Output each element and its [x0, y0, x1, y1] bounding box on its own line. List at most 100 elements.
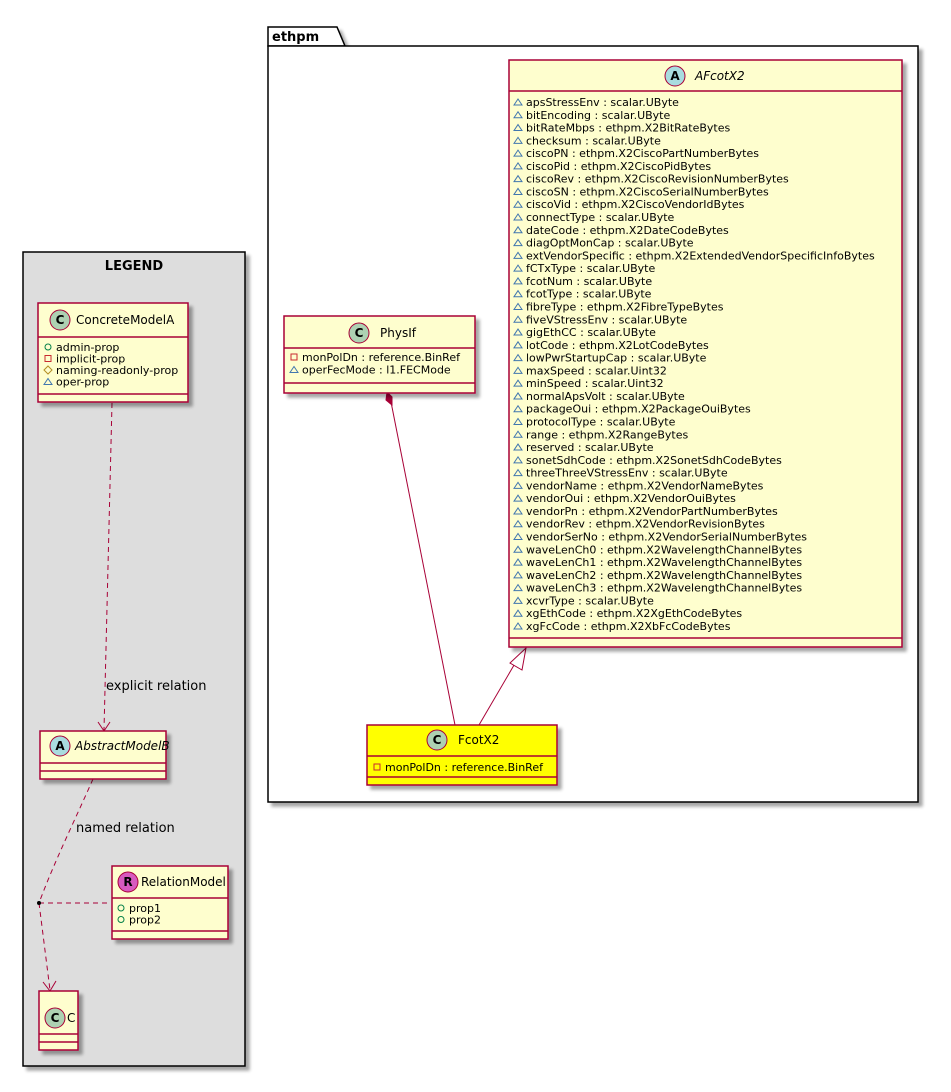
class-fcotx2: C FcotX2 monPolDn : reference.BinRef: [366, 724, 558, 786]
class-property: waveLenCh1 : ethpm.X2WavelengthChannelBy…: [526, 556, 802, 569]
badge-letter: A: [670, 69, 680, 83]
badge-letter: R: [123, 875, 132, 889]
explicit-relation-line: [103, 402, 113, 731]
explicit-relation-label: explicit relation: [106, 679, 206, 694]
class-property: operFecMode : l1.FECMode: [302, 364, 451, 377]
class-property: vendorName : ethpm.X2VendorNameBytes: [526, 479, 764, 492]
package-visibility-icon: [513, 277, 523, 285]
class-property: reserved : scalar.UByte: [526, 441, 654, 454]
class-property: connectType : scalar.UByte: [526, 211, 675, 224]
package-visibility-icon: [513, 379, 523, 387]
composition-diamond: [385, 390, 393, 407]
package-visibility-icon: [513, 353, 523, 362]
class-badge-icon: [426, 729, 448, 751]
class-c: C C: [38, 990, 79, 1051]
package-visibility-icon: [513, 174, 523, 183]
badge-letter: C: [433, 733, 442, 747]
class-property: naming-readonly-prop: [56, 364, 178, 377]
class-name: ConcreteModelA: [76, 313, 175, 327]
private-visibility-icon: [44, 355, 52, 362]
package-visibility-icon: [513, 455, 523, 464]
class-property: ciscoSN : ethpm.X2CiscoSerialNumberBytes: [526, 185, 769, 198]
abstract-badge-icon: [49, 735, 71, 757]
package-visibility-icon: [513, 532, 523, 541]
package-visibility-icon: [513, 596, 523, 604]
class-property: bitEncoding : scalar.UByte: [526, 109, 670, 122]
package-visibility-icon: [513, 417, 523, 425]
package-visibility-icon: [513, 481, 523, 489]
class-property: waveLenCh3 : ethpm.X2WavelengthChannelBy…: [526, 582, 802, 595]
package-visibility-icon: [513, 468, 523, 477]
class-property: protocolType : scalar.UByte: [526, 416, 676, 429]
composition-line: [390, 401, 456, 726]
class-property: diagOptMonCap : scalar.UByte: [526, 237, 694, 250]
class-property: waveLenCh2 : ethpm.X2WavelengthChannelBy…: [526, 569, 802, 582]
connectors: [37, 390, 527, 992]
class-name: RelationModel: [141, 875, 226, 889]
package-visibility-icon: [513, 392, 523, 400]
public-visibility-icon: [117, 916, 125, 923]
class-property: checksum : scalar.UByte: [526, 134, 661, 147]
class-property: ciscoRev : ethpm.X2CiscoRevisionNumberBy…: [526, 173, 789, 186]
protected-visibility-icon: [43, 365, 53, 375]
package-visibility-icon: [513, 328, 523, 336]
class-property: maxSpeed : scalar.Uint32: [526, 364, 667, 377]
package-visibility-icon: [513, 251, 523, 259]
class-property: vendorOui : ethpm.X2VendorOuiBytes: [526, 492, 736, 505]
class-property: monPolDn : reference.BinRef: [302, 351, 461, 364]
package-visibility-icon: [513, 161, 523, 170]
class-property: fiveVStressEnv : scalar.UByte: [526, 313, 687, 326]
badge-letter: C: [56, 313, 65, 327]
class-property: lotCode : ethpm.X2LotCodeBytes: [526, 339, 709, 352]
class-concrete-model-a: C ConcreteModelA admin-propimplicit-prop…: [37, 302, 189, 403]
package-visibility-icon: [513, 289, 523, 298]
package-visibility-icon: [513, 340, 523, 349]
class-property: xgFcCode : ethpm.X2XbFcCodeBytes: [526, 620, 731, 633]
package-visibility-icon: [513, 622, 523, 630]
class-property: fibreType : ethpm.X2FibreTypeBytes: [526, 300, 724, 313]
private-visibility-icon: [373, 763, 381, 771]
package-visibility-icon: [513, 200, 523, 208]
class-property: ciscoPid : ethpm.X2CiscoPidBytes: [526, 160, 711, 173]
private-visibility-icon: [290, 353, 298, 361]
package-visibility-icon: [513, 315, 523, 323]
class-property: apsStressEnv : scalar.UByte: [526, 96, 679, 109]
class-name: PhysIf: [380, 326, 417, 340]
class-property: lowPwrStartupCap : scalar.UByte: [526, 352, 707, 365]
class-property: sonetSdhCode : ethpm.X2SonetSdhCodeBytes: [526, 454, 782, 467]
public-visibility-icon: [44, 343, 52, 351]
badge-letter: C: [355, 326, 364, 340]
class-property: ciscoVid : ethpm.X2CiscoVendorIdBytes: [526, 198, 745, 211]
class-property: extVendorSpecific : ethpm.X2ExtendedVend…: [526, 249, 875, 262]
property-list: monPolDn : reference.BinRef: [373, 761, 544, 774]
package-visibility-icon: [513, 238, 523, 247]
package-visibility-icon: [513, 366, 523, 374]
package-visibility-icon: [513, 430, 523, 438]
class-property: prop2: [129, 914, 161, 927]
package-visibility-icon: [513, 149, 523, 157]
legend-title: LEGEND: [105, 259, 164, 274]
package-visibility-icon: [513, 545, 523, 553]
badge-letter: C: [51, 1011, 60, 1025]
package-visibility-icon: [513, 123, 523, 132]
class-name: AFcotX2: [694, 69, 745, 83]
class-property: minSpeed : scalar.Uint32: [526, 377, 664, 390]
class-property: fcotNum : scalar.UByte: [526, 275, 652, 288]
package-visibility-icon: [513, 519, 523, 528]
package-visibility-icon: [513, 609, 523, 617]
package-visibility-icon: [513, 136, 523, 144]
package-visibility-icon: [513, 98, 523, 106]
package-visibility-icon: [513, 225, 523, 234]
class-name: C: [67, 1011, 75, 1025]
inheritance-line: [478, 659, 518, 726]
class-property: packageOui : ethpm.X2PackageOuiBytes: [526, 403, 751, 416]
class-property: monPolDn : reference.BinRef: [385, 761, 544, 774]
package-title: ethpm: [272, 30, 319, 45]
package-visibility-icon: [513, 494, 523, 502]
inheritance-arrowhead: [509, 646, 527, 671]
class-property: xcvrType : scalar.UByte: [526, 594, 654, 607]
